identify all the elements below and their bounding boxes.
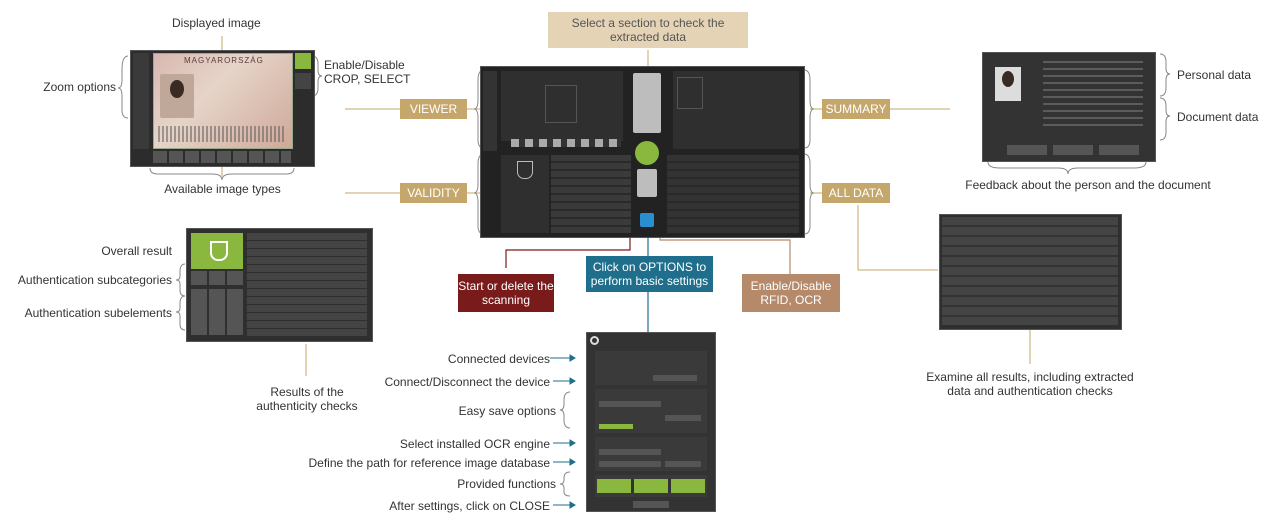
- summary-photo: [995, 67, 1021, 101]
- passport-photo: [160, 74, 194, 118]
- personal-data-label: Personal data: [1177, 68, 1252, 82]
- summary-data-lines: [1043, 61, 1143, 131]
- summary-feedback-buttons[interactable]: [1007, 145, 1143, 155]
- auth-results-label: Results of the authenticity checks: [256, 385, 358, 413]
- options-screenshot: [586, 332, 716, 512]
- image-type-tabs[interactable]: [153, 151, 291, 163]
- ocr-engine-label: Select installed OCR engine: [399, 437, 550, 451]
- summary-tag[interactable]: SUMMARY: [822, 99, 890, 119]
- passport-header: MAGYARORSZÁG: [184, 56, 264, 65]
- zoom-options-label: Zoom options: [43, 80, 116, 94]
- connected-devices-label: Connected devices: [447, 352, 550, 366]
- reference-browse-button[interactable]: [665, 461, 701, 467]
- viewer-screenshot: MAGYARORSZÁG: [130, 50, 315, 167]
- summary-screenshot: [982, 52, 1156, 162]
- all-data-table: [942, 217, 1118, 325]
- document-data-label: Document data: [1177, 110, 1259, 124]
- rfid-ocr-toggles[interactable]: [637, 169, 657, 197]
- easy-save-label: Easy save options: [458, 404, 556, 418]
- main-control-column: [633, 73, 661, 133]
- viewer-zoom-toolbar: [133, 53, 149, 149]
- examine-label: Examine all results, including extracted…: [926, 370, 1134, 398]
- passport-image: MAGYARORSZÁG: [153, 53, 293, 149]
- viewer-tag[interactable]: VIEWER: [400, 99, 467, 119]
- rfid-ocr-tag: Enable/Disable RFID, OCR: [742, 274, 840, 312]
- save-options-section: [595, 389, 707, 433]
- close-label: After settings, click on CLOSE: [389, 499, 550, 513]
- passport-mrz: [158, 126, 286, 142]
- all-data-screenshot: [939, 214, 1122, 330]
- connect-device-label: Connect/Disconnect the device: [384, 375, 550, 389]
- save-path-field[interactable]: [599, 401, 661, 407]
- start-delete-tag: Start or delete the scanning: [458, 274, 554, 312]
- close-button[interactable]: [633, 501, 669, 508]
- reference-db-path[interactable]: [599, 461, 661, 467]
- displayed-image-label: Displayed image: [172, 16, 261, 30]
- image-types-label: Available image types: [164, 182, 281, 196]
- reference-db-label: Define the path for reference image data…: [308, 456, 551, 470]
- functions-label: Provided functions: [457, 477, 556, 491]
- functions-section: [595, 475, 707, 497]
- main-image-type-tabs[interactable]: [511, 139, 621, 147]
- main-validity-pane: [501, 155, 549, 233]
- overall-result-label: Overall result: [101, 244, 172, 258]
- browse-button[interactable]: [665, 415, 701, 421]
- overall-result-tile: [191, 233, 243, 269]
- main-summary-pane: [673, 71, 799, 149]
- auth-subcategories-label: Authentication subcategories: [17, 273, 172, 287]
- main-app-screenshot: [480, 66, 805, 238]
- enable-crop-label: Enable/Disable CROP, SELECT: [324, 58, 411, 86]
- crop-select-toggle[interactable]: [295, 53, 311, 69]
- auth-subelement-icons[interactable]: [191, 289, 243, 335]
- select-section-banner: Select a section to check the extracted …: [548, 12, 748, 48]
- options-gear-icon: [590, 336, 599, 345]
- select-button[interactable]: [295, 73, 311, 89]
- auth-results-list: [247, 233, 367, 337]
- options-button[interactable]: [640, 213, 654, 227]
- devices-section: [595, 351, 707, 385]
- options-tag: Click on OPTIONS to perform basic settin…: [586, 256, 713, 292]
- function-toggles[interactable]: [597, 479, 705, 493]
- all-data-tag[interactable]: ALL DATA: [822, 183, 890, 203]
- save-toggle[interactable]: [599, 424, 633, 429]
- auth-subelements-label: Authentication subelements: [24, 306, 172, 320]
- start-scan-button[interactable]: [635, 141, 659, 165]
- disconnect-button[interactable]: [653, 375, 697, 381]
- main-left-toolbar: [483, 71, 497, 151]
- main-viewer-pane: [501, 71, 623, 141]
- validity-screenshot: [186, 228, 373, 342]
- ocr-engine-select[interactable]: [599, 449, 661, 455]
- main-validity-list: [551, 155, 631, 233]
- feedback-label: Feedback about the person and the docume…: [965, 178, 1211, 192]
- auth-subcategory-icons[interactable]: [191, 271, 243, 285]
- main-all-data-table: [667, 155, 799, 233]
- ocr-engine-section: [595, 437, 707, 471]
- validity-tag[interactable]: VALIDITY: [400, 183, 467, 203]
